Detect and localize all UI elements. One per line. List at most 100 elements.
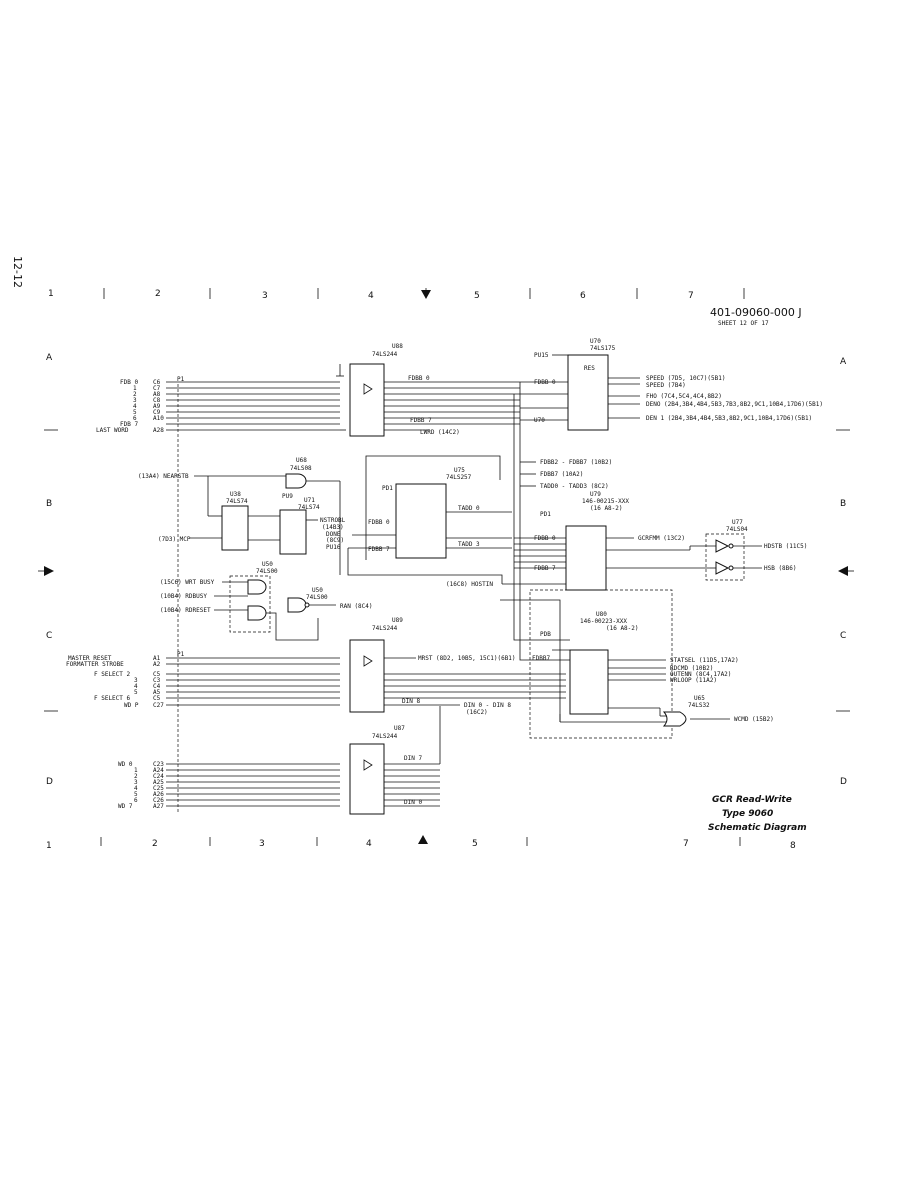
svg-text:Type 9060: Type 9060 [722, 809, 773, 819]
connector-p1-top: P1 [177, 376, 185, 383]
svg-text:74LS00: 74LS00 [306, 594, 328, 601]
svg-text:7: 7 [688, 291, 694, 301]
chip-u87: U87 74LS244 DIN 7 DIN 0 [349, 706, 441, 815]
svg-text:(7D3) MCP: (7D3) MCP [158, 536, 191, 543]
svg-text:5: 5 [133, 409, 137, 416]
svg-text:U80: U80 [596, 611, 607, 618]
svg-text:F SELECT 6: F SELECT 6 [94, 695, 131, 702]
svg-text:DENO (2B4,3B4,4B4,5B3,7B3,8B2,: DENO (2B4,3B4,4B4,5B3,7B3,8B2,9C1,10B4,1… [646, 401, 823, 408]
svg-text:U50: U50 [312, 587, 323, 594]
chip-u77: U77 74LS04 HDSTB (11C5) HSB (8B6) [690, 519, 807, 581]
svg-text:5: 5 [134, 791, 138, 798]
svg-text:3: 3 [134, 779, 138, 786]
svg-text:4: 4 [134, 683, 138, 690]
svg-text:FDBB 0: FDBB 0 [534, 535, 556, 542]
svg-text:GCR Read-Write: GCR Read-Write [712, 795, 792, 805]
svg-text:FDB 7: FDB 7 [120, 421, 138, 428]
svg-text:TADD 0: TADD 0 [458, 505, 480, 512]
connector-p1-mid: P1 [177, 651, 185, 658]
svg-text:FDBB 0: FDBB 0 [368, 519, 390, 526]
row-arrow-left-icon [44, 566, 54, 576]
svg-text:6: 6 [133, 415, 137, 422]
svg-text:DIN 8: DIN 8 [402, 698, 420, 705]
chip-u38: U38 74LS74 (7D3) MCP [158, 476, 249, 551]
svg-text:PD1: PD1 [382, 485, 393, 492]
svg-text:FDBB 7: FDBB 7 [368, 546, 390, 553]
chip-u50: U50 74LS00 U50 74LS00 (15C6) WRT BUSY (1… [160, 561, 373, 641]
svg-text:(8C9): (8C9) [326, 537, 344, 544]
svg-text:OUTENN (8C4,17A2): OUTENN (8C4,17A2) [670, 671, 731, 678]
svg-text:4: 4 [366, 839, 372, 849]
svg-text:3: 3 [262, 291, 268, 301]
svg-text:C27: C27 [153, 702, 164, 709]
svg-text:1: 1 [48, 289, 54, 299]
svg-text:7: 7 [683, 839, 689, 849]
svg-text:C5: C5 [153, 695, 161, 702]
svg-text:A27: A27 [153, 803, 164, 810]
svg-text:GCRFMM (13C2): GCRFMM (13C2) [638, 535, 685, 542]
chip-u70: U70 74LS175 PU15 RES FDBB 0 U70 SPEED (7… [520, 338, 823, 431]
svg-text:WCMD (15B2): WCMD (15B2) [734, 716, 774, 723]
svg-text:DIN 0: DIN 0 [404, 799, 422, 806]
svg-text:FDBB 0: FDBB 0 [408, 375, 430, 382]
svg-text:A9: A9 [153, 403, 161, 410]
svg-text:4: 4 [134, 785, 138, 792]
row-markers: A B C D A B C D [38, 353, 854, 787]
svg-text:FDBB 7: FDBB 7 [534, 565, 556, 572]
svg-text:2: 2 [155, 289, 161, 299]
svg-text:DIN 7: DIN 7 [404, 755, 422, 762]
chip-u71: PU9 U71 74LS74 NSTROBL (14B3) DONE (8C9)… [248, 493, 396, 555]
svg-text:U71: U71 [304, 497, 315, 504]
svg-text:WD 7: WD 7 [118, 803, 133, 810]
svg-text:C7: C7 [153, 385, 161, 392]
center-arrow-bottom-icon [418, 835, 428, 844]
svg-text:(16 A8-2): (16 A8-2) [590, 505, 623, 512]
svg-text:FDBB 7: FDBB 7 [410, 417, 432, 424]
svg-text:U70: U70 [534, 417, 545, 424]
svg-text:B: B [46, 499, 52, 509]
row-arrow-right-icon [838, 566, 848, 576]
svg-text:HSB (8B6): HSB (8B6) [764, 565, 797, 572]
svg-text:74LS257: 74LS257 [446, 474, 472, 481]
svg-text:3: 3 [259, 839, 265, 849]
svg-text:(16 A8-2): (16 A8-2) [606, 625, 639, 632]
svg-text:A10: A10 [153, 415, 164, 422]
svg-text:FDBB7: FDBB7 [532, 655, 550, 662]
doc-part-number: 401-09060-000 J [710, 306, 802, 319]
svg-text:Schematic Diagram: Schematic Diagram [708, 823, 807, 833]
svg-text:SPEED (7B4): SPEED (7B4) [646, 382, 686, 389]
column-markers-top: 1 2 3 4 5 6 7 [48, 288, 745, 301]
svg-text:PD1: PD1 [540, 511, 551, 518]
svg-text:FDBB7 (10A2): FDBB7 (10A2) [540, 471, 583, 478]
svg-text:MASTER RESET: MASTER RESET [68, 655, 112, 662]
svg-text:DIN 0 - DIN 8: DIN 0 - DIN 8 [464, 702, 511, 709]
svg-text:HDSTB (11C5): HDSTB (11C5) [764, 543, 807, 550]
svg-text:WRLOOP (11A2): WRLOOP (11A2) [670, 677, 717, 684]
svg-text:RES: RES [584, 365, 595, 372]
svg-text:TADD 3: TADD 3 [458, 541, 480, 548]
svg-text:C6: C6 [153, 379, 161, 386]
svg-text:F SELECT 2: F SELECT 2 [94, 671, 131, 678]
svg-text:A26: A26 [153, 791, 164, 798]
page-number: 12-12 [11, 256, 24, 288]
svg-text:74LS04: 74LS04 [726, 526, 748, 533]
svg-text:WD 0: WD 0 [118, 761, 133, 768]
svg-text:C8: C8 [153, 397, 161, 404]
svg-text:(16C8) HOSTIN: (16C8) HOSTIN [446, 581, 493, 588]
svg-text:2: 2 [134, 773, 138, 780]
svg-text:(14B3): (14B3) [322, 524, 344, 531]
svg-text:U75: U75 [454, 467, 465, 474]
chip-u88: U88 74LS244 FDBB 0 FDBB 7 LWRD (14C2) [336, 343, 520, 437]
svg-text:LWRD (14C2): LWRD (14C2) [420, 429, 460, 436]
svg-text:FDBB2 - FDBB7 (10B2): FDBB2 - FDBB7 (10B2) [540, 459, 612, 466]
svg-text:74LS244: 74LS244 [372, 625, 398, 632]
svg-text:MRST (8D2, 10B5, 15C1)(6B1): MRST (8D2, 10B5, 15C1)(6B1) [418, 655, 516, 662]
svg-text:U38: U38 [230, 491, 241, 498]
svg-text:PDB: PDB [540, 631, 551, 638]
svg-text:74LS08: 74LS08 [290, 465, 312, 472]
svg-text:C25: C25 [153, 785, 164, 792]
svg-text:146-00223-XXX: 146-00223-XXX [580, 618, 627, 625]
svg-text:DEN 1 (2B4,3B4,4B4,5B3,8B2,9C1: DEN 1 (2B4,3B4,4B4,5B3,8B2,9C1,10B4,17D6… [646, 415, 812, 422]
svg-text:A8: A8 [153, 391, 161, 398]
svg-text:A: A [46, 353, 53, 363]
